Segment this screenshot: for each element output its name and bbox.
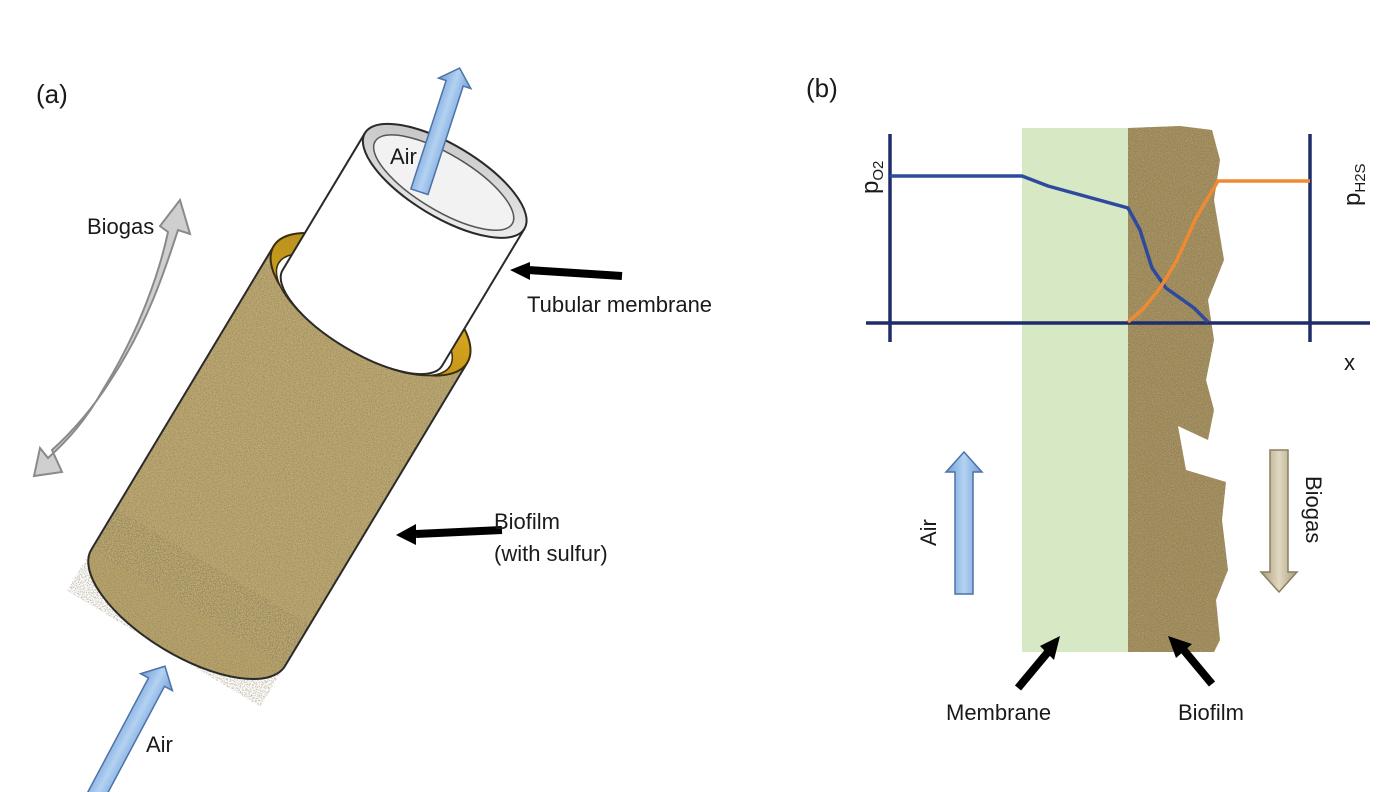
profile-axes bbox=[866, 134, 1370, 342]
biofilm-label-line2: (with sulfur) bbox=[494, 541, 608, 566]
biofilm-label-line1: Biofilm bbox=[494, 509, 560, 534]
biofilm-pointer-arrow bbox=[396, 524, 503, 545]
air-label-b: Air bbox=[916, 519, 941, 546]
air-label-top: Air bbox=[390, 144, 417, 169]
biogas-curved-arrow bbox=[32, 197, 192, 478]
tubular-membrane-cylinder bbox=[279, 122, 528, 376]
panel-b-label: (b) bbox=[806, 73, 838, 103]
p-h2s-axis-label: pH2S bbox=[1339, 163, 1369, 206]
biogas-label-b: Biogas bbox=[1301, 476, 1326, 543]
air-arrow-bottom bbox=[84, 665, 174, 792]
membrane-label: Membrane bbox=[946, 700, 1051, 725]
membrane-pointer-arrow bbox=[1014, 636, 1060, 691]
panel-a-label: (a) bbox=[36, 79, 68, 109]
air-label-bottom: Air bbox=[146, 732, 173, 757]
panel-a: (a) Biogas Air bbox=[32, 67, 712, 792]
panel-b: (b) pO2 pH2S bbox=[806, 73, 1370, 725]
tubular-membrane-pointer-arrow bbox=[510, 262, 623, 280]
o2-profile-line bbox=[890, 174, 1210, 324]
biogas-arrow-down bbox=[1259, 449, 1299, 594]
biogas-label-a: Biogas bbox=[87, 214, 154, 239]
biofilm-pointer-arrow-b bbox=[1168, 636, 1216, 687]
p-o2-axis-label: pO2 bbox=[857, 161, 887, 194]
tubular-membrane-label: Tubular membrane bbox=[527, 292, 712, 317]
air-arrow-top bbox=[409, 67, 473, 196]
air-arrow-up bbox=[944, 450, 984, 595]
x-axis-label: x bbox=[1344, 350, 1355, 375]
svg-text:pH2S: pH2S bbox=[1339, 163, 1369, 206]
svg-text:pO2: pO2 bbox=[857, 161, 887, 194]
h2s-profile-line bbox=[1126, 179, 1310, 324]
biofilm-label-b: Biofilm bbox=[1178, 700, 1244, 725]
membrane-zone bbox=[1022, 128, 1128, 652]
biofilm-zone bbox=[1128, 126, 1228, 652]
